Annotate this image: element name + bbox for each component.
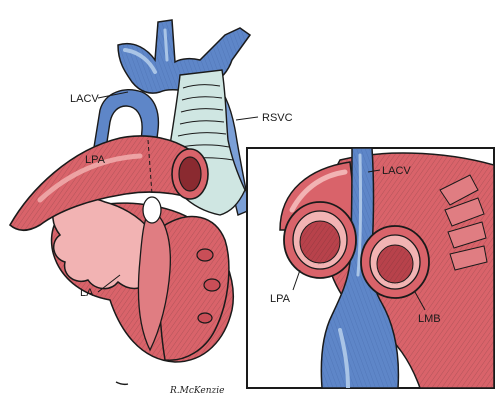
label-main-rsvc: RSVC <box>262 112 293 124</box>
label-inset-lpa: LPA <box>270 293 291 305</box>
main-heart-view: LACV RSVC LPA LA <box>8 19 293 363</box>
label-main-lpa: LPA <box>85 154 106 166</box>
label-main-la: LA <box>80 287 94 299</box>
inset-leader-lines <box>292 169 426 311</box>
left-atrial-appendage <box>52 196 158 290</box>
inset-lmb-ring <box>360 225 430 299</box>
pulmonary-vein-stub <box>197 312 213 324</box>
main-leader-lines <box>97 91 259 293</box>
artist-signature: R.McKenzie <box>169 386 224 396</box>
label-inset-lmb: LMB <box>418 313 441 325</box>
inset-view: LACV LPA LMB <box>246 147 495 389</box>
pulmonary-vein-stub <box>203 278 221 292</box>
label-main-lacv: LACV <box>70 93 99 105</box>
atrial-flap <box>137 209 171 352</box>
bronchus-ring <box>142 196 162 224</box>
inset-lpa-ring <box>283 201 357 279</box>
pulmonary-vein-stub <box>196 248 214 262</box>
label-inset-lacv: LACV <box>382 165 411 177</box>
signature-tick <box>115 381 129 386</box>
